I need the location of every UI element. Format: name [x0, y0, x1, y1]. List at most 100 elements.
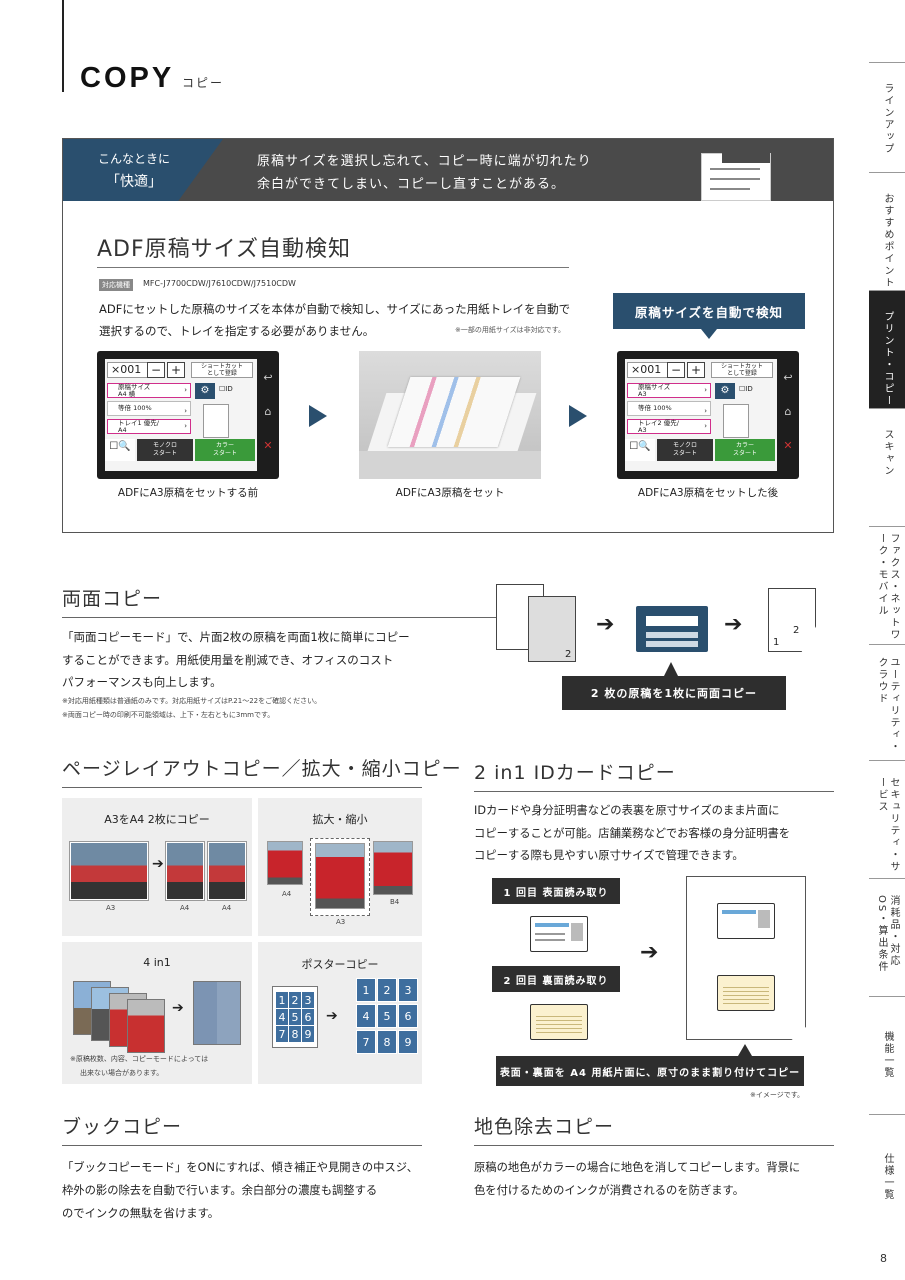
- chevron-right-icon: ›: [704, 386, 707, 394]
- image-note: ※イメージです。: [750, 1091, 805, 1099]
- duplex-notes: ※対応用紙種類は普通紙のみです。対応用紙サイズはP.21〜22をご確認ください。…: [62, 697, 322, 719]
- four-in-one-box: 4 in1 ➔ ※原稿枚数、内容、コピーモードによっては 出来ない場合があります…: [62, 942, 252, 1084]
- tab-fax-network[interactable]: ファクス・ネットワーク・モバイル: [869, 526, 905, 644]
- arrow-right-icon: ➔: [640, 940, 659, 965]
- callout-tip: [701, 329, 717, 339]
- duplex-description: 「両面コピーモード」で、片面2枚の原稿を両面1枚に簡単にコピー することができま…: [62, 630, 410, 689]
- bus-photo-4: [128, 1000, 164, 1052]
- tab-spec-list[interactable]: 仕様一覧: [869, 1114, 905, 1232]
- ratio-row[interactable]: 等倍 100%›: [627, 401, 711, 416]
- step2-label: 2 回目 裏面読み取り: [492, 966, 620, 992]
- arrow-right-icon: ➔: [152, 856, 164, 872]
- tray-row[interactable]: トレイ2 優先/A3›: [627, 419, 711, 434]
- adf-note: ※一部の用紙サイズは非対応です。: [455, 326, 565, 334]
- bgremove-description: 原稿の地色がカラーの場合に地色を消してコピーします。背景に 色を付けるためのイン…: [474, 1161, 801, 1197]
- shortcut-button[interactable]: ショートカットとして登録: [711, 362, 773, 378]
- plus-button[interactable]: +: [167, 362, 185, 378]
- id-card-front: [530, 916, 588, 952]
- back-icon[interactable]: ↩: [263, 371, 273, 384]
- caption-set: ADFにA3原稿をセット: [395, 487, 505, 499]
- tab-lineup[interactable]: ラインアップ: [869, 62, 905, 172]
- adf-title: ADF原稿サイズ自動検知: [97, 237, 351, 262]
- id-checkbox[interactable]: ☐ID: [219, 385, 233, 393]
- id-card-back: [530, 1004, 588, 1040]
- chevron-right-icon: ›: [184, 422, 187, 430]
- preview-icon[interactable]: ☐🔍: [105, 439, 135, 461]
- tab-supplies-os[interactable]: 消耗品・対応OS・算出条件: [869, 878, 905, 996]
- duplex-result-page: 1 2: [768, 588, 816, 652]
- arrow-right-icon: ➔: [326, 1008, 338, 1024]
- duplex-title: 両面コピー: [62, 588, 163, 610]
- printer-icon: [636, 606, 708, 652]
- preview-icon[interactable]: ☐🔍: [625, 439, 655, 461]
- chevron-right-icon: ›: [184, 386, 187, 394]
- mono-start-button[interactable]: モノクロスタート: [657, 439, 713, 461]
- adf-description: ADFにセットした原稿のサイズを本体が自動で検知し、サイズにあった用紙トレイを自…: [99, 302, 571, 338]
- gear-icon[interactable]: ⚙: [195, 383, 215, 399]
- page-title: COPY: [80, 62, 175, 94]
- split-copy-box: A3をA4 2枚にコピー ➔ A3 A4 A4: [62, 798, 252, 936]
- layout-rule: [62, 787, 422, 788]
- caption-before: ADFにA3原稿をセットする前: [117, 487, 259, 499]
- shortcut-button[interactable]: ショートカットとして登録: [191, 362, 253, 378]
- idcard-description: IDカードや身分証明書などの表裏を原寸サイズのまま片面に コピーすることが可能。…: [474, 804, 791, 862]
- document-icon: [723, 404, 749, 438]
- tab-recommend[interactable]: おすすめポイント: [869, 172, 905, 290]
- chevron-right-icon: ›: [704, 422, 707, 430]
- arrow-right-icon: ➔: [172, 1000, 184, 1016]
- bar-pointer: [738, 1044, 752, 1056]
- enlarge-reduce-box: 拡大・縮小 A4 A3 B4: [258, 798, 422, 936]
- result-card-front: [717, 903, 775, 939]
- id-checkbox[interactable]: ☐ID: [739, 385, 753, 393]
- arrow-right-icon: [569, 405, 587, 427]
- feature-box: こんなときに 「快適」 原稿サイズを選択し忘れて、コピー時に端が切れたり 余白が…: [62, 138, 834, 533]
- minus-button[interactable]: −: [147, 362, 165, 378]
- plus-button[interactable]: +: [687, 362, 705, 378]
- bus-photo-a4: [268, 842, 302, 884]
- auto-detect-callout: 原稿サイズを自動で検知: [613, 293, 805, 329]
- minus-button[interactable]: −: [667, 362, 685, 378]
- tab-print-copy[interactable]: プリント・コピー: [869, 290, 905, 408]
- side-nav: ラインアップ おすすめポイント プリント・コピー スキャン ファクス・ネットワー…: [869, 62, 905, 1242]
- book-description: 「ブックコピーモード」をONにすれば、傾き補正や見開きの中スジ、 枠外の影の除去…: [62, 1161, 419, 1220]
- guards-photo-a4-left: [166, 842, 204, 900]
- cancel-icon[interactable]: ✕: [783, 439, 793, 452]
- tab-security-service[interactable]: セキュリティ・サービス: [869, 760, 905, 878]
- header-rule: [62, 0, 64, 92]
- ratio-row[interactable]: 等倍 100%›: [107, 401, 191, 416]
- color-start-button[interactable]: カラースタート: [195, 439, 255, 461]
- tab-feature-list[interactable]: 機能一覧: [869, 996, 905, 1114]
- home-icon[interactable]: ⌂: [784, 405, 792, 418]
- idcard-rule: [474, 791, 834, 792]
- tab-utility-cloud[interactable]: ユーティリティ・クラウド: [869, 644, 905, 760]
- duplex-rule: [62, 617, 500, 618]
- source-page-2: 2: [528, 596, 576, 662]
- model-badge: 対応機種: [99, 279, 133, 291]
- bgremove-rule: [474, 1145, 834, 1146]
- guards-photo-a4-right: [208, 842, 246, 900]
- bar-pointer: [664, 662, 678, 676]
- back-icon[interactable]: ↩: [783, 371, 793, 384]
- book-title: ブックコピー: [62, 1116, 183, 1138]
- tab-scan[interactable]: スキャン: [869, 408, 905, 526]
- home-icon[interactable]: ⌂: [264, 405, 272, 418]
- bus-photo-a3: [316, 844, 364, 908]
- adf-title-rule: [97, 267, 569, 268]
- feature-tag-line1: こんなときに: [97, 152, 170, 166]
- cancel-icon[interactable]: ✕: [263, 439, 273, 452]
- page-subtitle: コピー: [182, 76, 225, 90]
- page-number: 8: [880, 1252, 887, 1265]
- tray-row[interactable]: トレイ1 優先/A4›: [107, 419, 191, 434]
- caption-after: ADFにA3原稿をセットした後: [637, 487, 779, 499]
- mono-start-button[interactable]: モノクロスタート: [137, 439, 193, 461]
- color-start-button[interactable]: カラースタート: [715, 439, 775, 461]
- step1-label: 1 回目 表面読み取り: [492, 878, 620, 904]
- arrow-right-icon: ➔: [596, 612, 615, 637]
- gear-icon[interactable]: ⚙: [715, 383, 735, 399]
- poster-source: 1 2 3 4 5 6 7 8 9: [272, 986, 318, 1048]
- feature-problem: 原稿サイズを選択し忘れて、コピー時に端が切れたり 余白ができてしまい、コピーし直…: [257, 154, 592, 192]
- four-in-one-result: [194, 982, 240, 1044]
